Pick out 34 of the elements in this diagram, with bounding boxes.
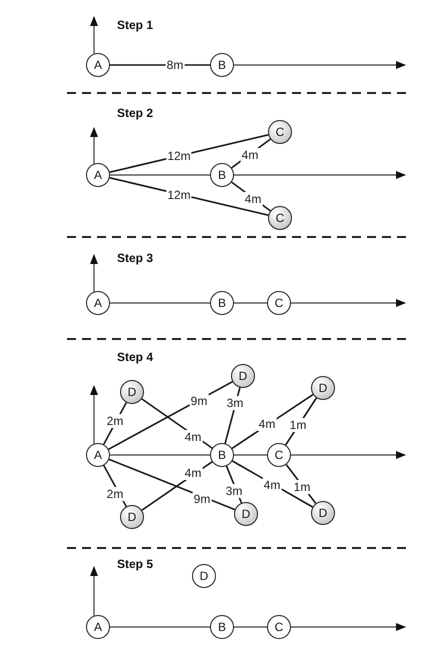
edge-label: 8m: [166, 58, 184, 72]
edge-label: 3m: [224, 484, 244, 498]
step-heading: Step 3: [117, 251, 154, 265]
edge-label: 4m: [184, 466, 202, 480]
connector-line: [108, 458, 236, 510]
edge-label: 2m: [106, 414, 124, 428]
step-heading: Step 2: [117, 106, 154, 120]
edge-label: 4m: [240, 148, 260, 162]
edge-label: 4m: [258, 417, 276, 431]
edge-label: 3m: [226, 396, 244, 410]
connector-line: [232, 394, 314, 450]
connector-line: [110, 64, 210, 66]
edge-label: 9m: [190, 394, 208, 408]
edge-label: 1m: [292, 480, 312, 494]
step-heading: Step 5: [117, 557, 154, 571]
edge-label: 2m: [106, 487, 124, 501]
connector-line: [224, 387, 241, 444]
connector-line: [103, 402, 127, 445]
step-heading: Step 4: [117, 350, 154, 364]
edge-label: 1m: [288, 418, 308, 432]
connector-line: [231, 181, 271, 212]
connector-line: [232, 460, 313, 508]
connector-line: [108, 381, 233, 450]
edge-label: 4m: [262, 478, 282, 492]
edge-label: 9m: [192, 492, 212, 506]
edge-label: 12m: [166, 149, 192, 163]
connector-line: [103, 465, 127, 507]
edge-label: 12m: [166, 188, 192, 202]
connector-line: [141, 461, 213, 511]
connector-line: [141, 398, 213, 449]
edge-label: 4m: [184, 430, 202, 444]
connector-line: [284, 398, 318, 446]
step-heading: Step 1: [117, 18, 154, 32]
edge-label: 4m: [244, 192, 262, 206]
